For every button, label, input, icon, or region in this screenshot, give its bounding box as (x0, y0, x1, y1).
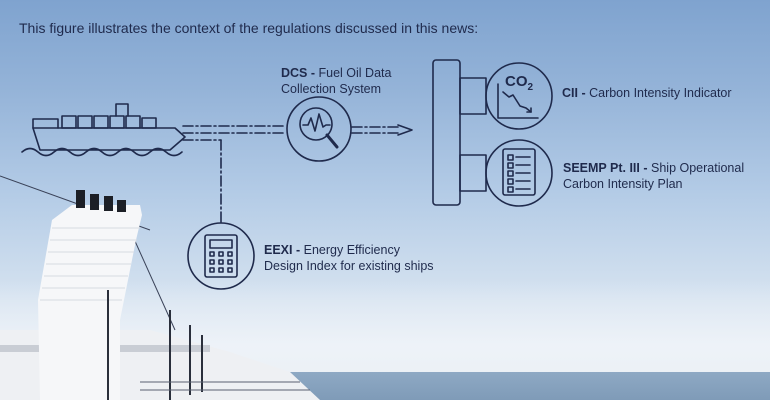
dcs-name-line2: Collection System (281, 82, 382, 96)
cii-node-circle (485, 62, 553, 130)
cii-label: CII - Carbon Intensity Indicator (562, 85, 732, 101)
funnel-ridges (40, 227, 140, 301)
container-ship-icon (21, 103, 186, 157)
seemp-name-line2: Carbon Intensity Plan (563, 177, 683, 191)
smokestack (90, 194, 99, 210)
figure-caption: This figure illustrates the context of t… (19, 20, 479, 36)
eexi-name-line2: Design Index for existing ships (264, 259, 434, 273)
cii-abbr: CII - (562, 86, 586, 100)
seemp-node-circle (485, 139, 553, 207)
eexi-abbr: EEXI - (264, 243, 301, 257)
seemp-label: SEEMP Pt. III - Ship Operational Carbon … (563, 160, 744, 192)
ship-funnel (38, 205, 142, 400)
dcs-name-line1: Fuel Oil Data (318, 66, 392, 80)
magnifier-waveform-icon (299, 107, 339, 149)
smokestack (104, 196, 113, 211)
cii-name: Carbon Intensity Indicator (589, 86, 732, 100)
calculator-icon (204, 234, 238, 278)
eexi-label: EEXI - Energy Efficiency Design Index fo… (264, 242, 434, 274)
seemp-abbr: SEEMP Pt. III - (563, 161, 648, 175)
seemp-name-line1: Ship Operational (651, 161, 745, 175)
co2-icon-text: CO2 (505, 73, 534, 93)
eexi-name-line1: Energy Efficiency (303, 243, 400, 257)
ship-to-dcs-connector (182, 125, 287, 134)
ship-railing (140, 381, 310, 391)
ship-to-eexi-connector (182, 139, 222, 226)
eexi-node-circle (187, 222, 255, 290)
co2-declining-chart-icon (497, 83, 539, 119)
output-bracket (432, 59, 487, 206)
ship-rigging-line (129, 229, 176, 331)
smokestack (117, 200, 126, 212)
dcs-to-bracket-connector (351, 124, 413, 136)
dcs-label: DCS - Fuel Oil Data Collection System (281, 65, 391, 97)
dcs-node-circle (286, 96, 352, 162)
dcs-abbr: DCS - (281, 66, 316, 80)
checklist-icon (502, 148, 536, 196)
cruise-ship (0, 175, 320, 400)
smokestack (76, 190, 85, 208)
